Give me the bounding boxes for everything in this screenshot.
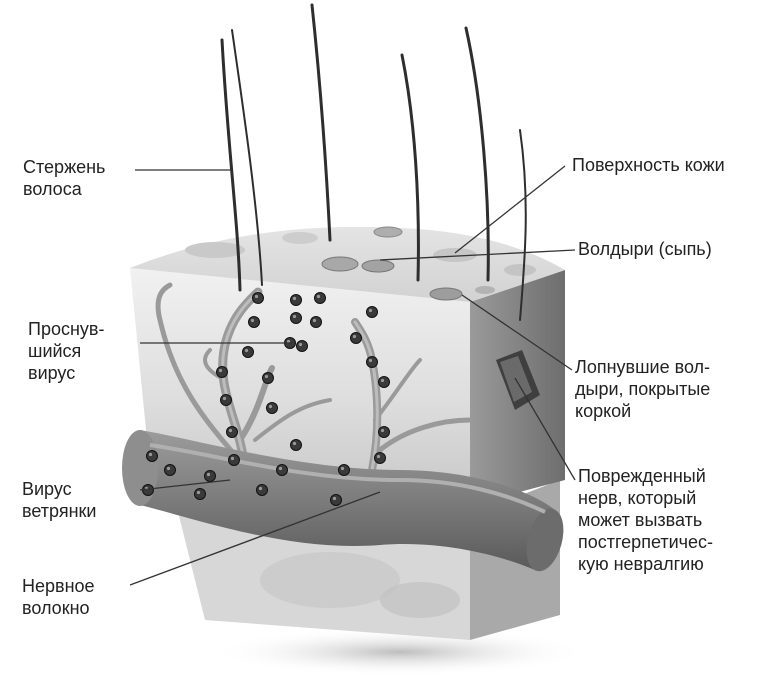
virus-particle	[311, 317, 322, 328]
label-skin-surface: Поверхность кожи	[572, 154, 725, 176]
virus-particle	[147, 451, 158, 462]
blister	[430, 288, 462, 300]
virus-particle-highlight	[231, 457, 234, 460]
virus-particle-highlight	[381, 379, 384, 382]
virus-particle-highlight	[313, 319, 316, 322]
virus-particle	[227, 427, 238, 438]
virus-particle	[195, 489, 206, 500]
virus-particle-highlight	[207, 473, 210, 476]
virus-particle-highlight	[219, 369, 222, 372]
virus-particle	[217, 367, 228, 378]
virus-particle-highlight	[255, 295, 258, 298]
virus-particle	[379, 427, 390, 438]
virus-particle	[263, 373, 274, 384]
virus-particle-highlight	[279, 467, 282, 470]
virus-particle-highlight	[299, 343, 302, 346]
virus-particle-highlight	[369, 309, 372, 312]
label-hair-shaft: Стержень волоса	[23, 156, 105, 200]
label-damaged-nerve: Поврежденный нерв, который может вызвать…	[578, 465, 713, 575]
lower-layer-texture	[380, 582, 460, 618]
virus-particle-highlight	[251, 319, 254, 322]
virus-particle	[253, 293, 264, 304]
label-awakened-virus: Проснув- шийся вирус	[28, 318, 104, 384]
virus-particle	[315, 293, 326, 304]
virus-particle	[249, 317, 260, 328]
virus-particle	[367, 307, 378, 318]
blister	[362, 260, 394, 272]
virus-particle-highlight	[377, 455, 380, 458]
virus-particle	[277, 465, 288, 476]
blister	[374, 227, 402, 237]
virus-particle	[229, 455, 240, 466]
virus-particle	[291, 440, 302, 451]
virus-particle-highlight	[259, 487, 262, 490]
blister	[475, 286, 495, 294]
skin-texture	[282, 232, 318, 244]
virus-particle-highlight	[333, 497, 336, 500]
label-burst-blisters: Лопнувшие вол- дыри, покрытые коркой	[575, 356, 710, 422]
blister	[322, 257, 358, 271]
virus-particle-highlight	[381, 429, 384, 432]
virus-particle	[297, 341, 308, 352]
virus-particle-highlight	[317, 295, 320, 298]
virus-particle-highlight	[293, 297, 296, 300]
virus-particle-highlight	[293, 315, 296, 318]
virus-particle	[243, 347, 254, 358]
virus-particle	[331, 495, 342, 506]
virus-particle	[205, 471, 216, 482]
virus-particle-highlight	[369, 359, 372, 362]
virus-particle-highlight	[223, 397, 226, 400]
virus-particle	[339, 465, 350, 476]
skin-texture	[504, 264, 536, 276]
skin-texture	[185, 242, 245, 258]
label-chickenpox-virus: Вирус ветрянки	[22, 478, 96, 522]
ground-shadow	[210, 628, 590, 676]
virus-particle	[267, 403, 278, 414]
label-nerve-fiber: Нервное волокно	[22, 575, 95, 619]
virus-particle	[351, 333, 362, 344]
label-blisters: Волдыри (сыпь)	[578, 238, 712, 260]
virus-particle-highlight	[269, 405, 272, 408]
virus-particle	[375, 453, 386, 464]
virus-particle-highlight	[265, 375, 268, 378]
virus-particle-highlight	[149, 453, 152, 456]
virus-particle-highlight	[167, 467, 170, 470]
virus-particle-highlight	[353, 335, 356, 338]
virus-particle	[291, 313, 302, 324]
virus-particle-highlight	[245, 349, 248, 352]
virus-particle-highlight	[229, 429, 232, 432]
virus-particle-highlight	[197, 491, 200, 494]
virus-particle	[257, 485, 268, 496]
virus-particle	[221, 395, 232, 406]
lower-layer-texture	[260, 552, 400, 608]
virus-particle	[291, 295, 302, 306]
virus-particle	[379, 377, 390, 388]
virus-particle	[165, 465, 176, 476]
virus-particle-highlight	[341, 467, 344, 470]
virus-particle	[367, 357, 378, 368]
virus-particle-highlight	[293, 442, 296, 445]
nerve-fiber-left-end	[122, 430, 158, 506]
